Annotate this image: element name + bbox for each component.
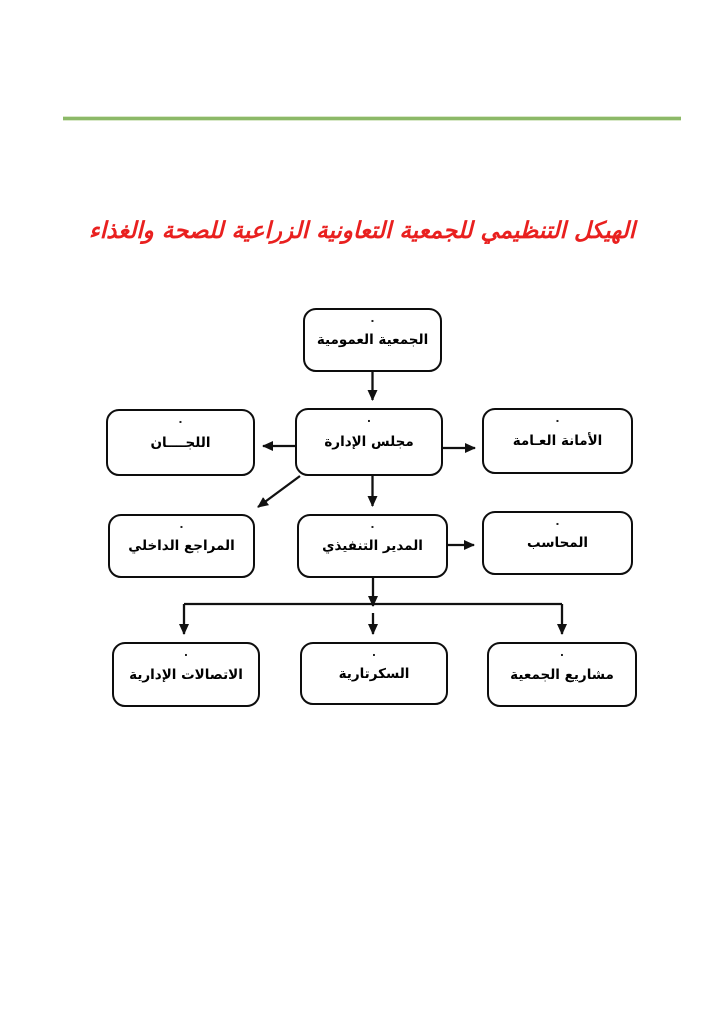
org-node-society-projects: . مشاريع الجمعية [487, 642, 637, 707]
node-label: الجمعية العمومية [316, 332, 429, 348]
node-label: المدير التنفيذي [322, 538, 423, 554]
node-label: المحاسب [526, 535, 589, 551]
node-dot: . [371, 646, 377, 659]
node-dot: . [183, 646, 189, 659]
node-dot: . [370, 312, 375, 325]
green-divider-line [63, 116, 681, 121]
edge-board-auditor [257, 475, 301, 508]
org-node-internal-auditor: . المراجع الداخلي [108, 514, 255, 578]
org-node-committees: . اللجــــان [106, 409, 255, 476]
org-node-general-secretariat: . الأمانة العـامة [482, 408, 633, 474]
node-label: السكرتارية [338, 665, 410, 682]
org-node-admin-communications: . الاتصالات الإدارية [112, 642, 260, 707]
node-dot: . [178, 413, 183, 426]
chart-title: الهيكل التنظيمي للجمعية التعاونية الزراع… [88, 218, 636, 244]
org-node-executive-director: . المدير التنفيذي [297, 514, 448, 578]
node-label: مشاريع الجمعية [510, 666, 614, 683]
node-dot: . [555, 515, 560, 528]
node-dot: . [366, 412, 372, 425]
org-node-general-assembly: . الجمعية العمومية [303, 308, 442, 372]
org-node-accountant: . المحاسب [482, 511, 633, 575]
org-node-board-of-directors: . مجلس الإدارة [295, 408, 443, 476]
org-node-secretarial: . السكرتارية [300, 642, 448, 705]
node-label: المراجع الداخلي [128, 538, 235, 554]
node-label: اللجــــان [150, 434, 211, 451]
node-label: الأمانة العـامة [512, 433, 603, 449]
node-dot: . [370, 518, 375, 531]
node-dot: . [179, 518, 184, 531]
node-label: مجلس الإدارة [324, 434, 414, 450]
node-dot: . [559, 646, 565, 659]
node-dot: . [555, 412, 560, 425]
node-label: الاتصالات الإدارية [129, 666, 243, 683]
